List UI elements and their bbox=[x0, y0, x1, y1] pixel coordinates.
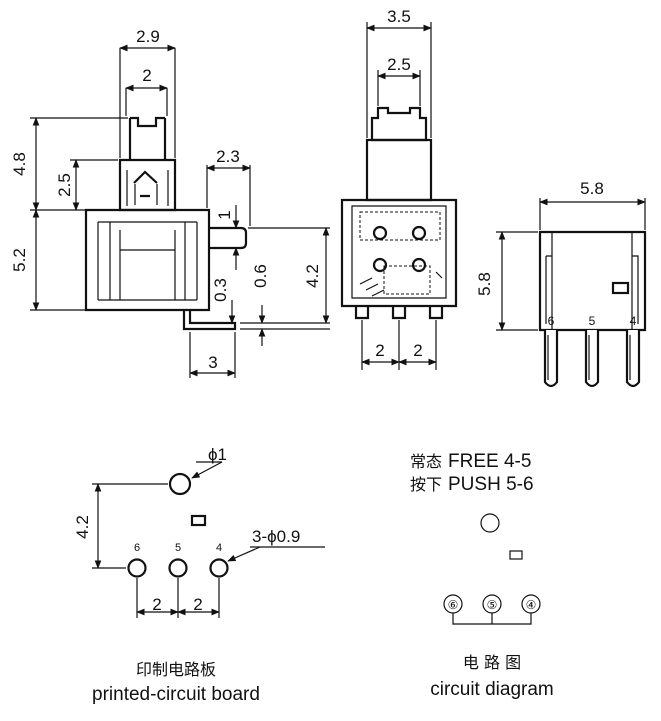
dim-2-3: 2.3 bbox=[216, 147, 240, 166]
dim-2-left: 2 bbox=[375, 341, 384, 360]
dim-2: 2 bbox=[142, 66, 151, 85]
state-free-cn: 常态 bbox=[410, 452, 442, 471]
circuit-caption-cn: 电 路 图 bbox=[463, 653, 521, 672]
end-view: 5.8 5.8 6 5 4 bbox=[475, 179, 647, 388]
pcb-pin-6: 6 bbox=[134, 542, 140, 554]
dim-2-5: 2.5 bbox=[55, 173, 74, 197]
state-push-en: PUSH 5-6 bbox=[448, 474, 534, 495]
pcb-pin-5: 5 bbox=[175, 542, 181, 554]
dim-phi1: ϕ1 bbox=[208, 445, 227, 464]
pcb-pin-4: 4 bbox=[216, 542, 222, 554]
circuit-pin-6: ⑥ bbox=[448, 598, 459, 612]
pin-label-5: 5 bbox=[589, 314, 596, 328]
front-view: 2.9 2 4.8 2.5 5.2 2.3 1 0.3 0.6 4.2 3 bbox=[10, 27, 330, 378]
dim-2-right: 2 bbox=[413, 341, 422, 360]
dim-3-phi0-9: 3-ϕ0.9 bbox=[252, 527, 300, 546]
dim-2-pcb-right: 2 bbox=[193, 595, 202, 614]
dim-2-pcb-left: 2 bbox=[152, 595, 161, 614]
dim-3-5: 3.5 bbox=[387, 7, 411, 26]
circuit-pin-5: ⑤ bbox=[487, 598, 498, 612]
side-view: 3.5 2.5 2 2 bbox=[340, 7, 458, 370]
pin-label-4: 4 bbox=[630, 314, 637, 328]
dim-5-8-height: 5.8 bbox=[475, 272, 494, 296]
pcb-caption-cn: 印制电路板 bbox=[136, 660, 216, 679]
pcb-caption-en: printed-circuit board bbox=[92, 684, 260, 705]
state-push-cn: 按下 bbox=[410, 475, 442, 494]
dim-2-9: 2.9 bbox=[136, 27, 160, 46]
dim-0-3: 0.3 bbox=[211, 278, 230, 302]
dim-5-8-width: 5.8 bbox=[580, 179, 604, 198]
dim-5-2: 5.2 bbox=[10, 248, 29, 272]
dim-0-6: 0.6 bbox=[251, 264, 270, 288]
pin-label-6: 6 bbox=[548, 314, 555, 328]
dim-1: 1 bbox=[215, 210, 234, 219]
circuit-pin-4: ④ bbox=[526, 598, 537, 612]
dim-3: 3 bbox=[208, 353, 217, 372]
dim-4-2: 4.2 bbox=[303, 264, 322, 288]
dim-4-8: 4.8 bbox=[10, 152, 29, 176]
circuit-caption-en: circuit diagram bbox=[430, 679, 554, 700]
dim-4-2-pcb: 4.2 bbox=[73, 515, 92, 539]
circuit-diagram: 常态 FREE 4-5 按下 PUSH 5-6 ⑥ ⑤ ④ 电 路 图 circ… bbox=[410, 451, 554, 700]
state-free-en: FREE 4-5 bbox=[448, 451, 531, 472]
pcb-layout: ϕ1 4.2 3-ϕ0.9 6 5 4 2 2 印制电路板 printed-ci… bbox=[73, 445, 325, 705]
dim-2-5-side: 2.5 bbox=[387, 55, 411, 74]
